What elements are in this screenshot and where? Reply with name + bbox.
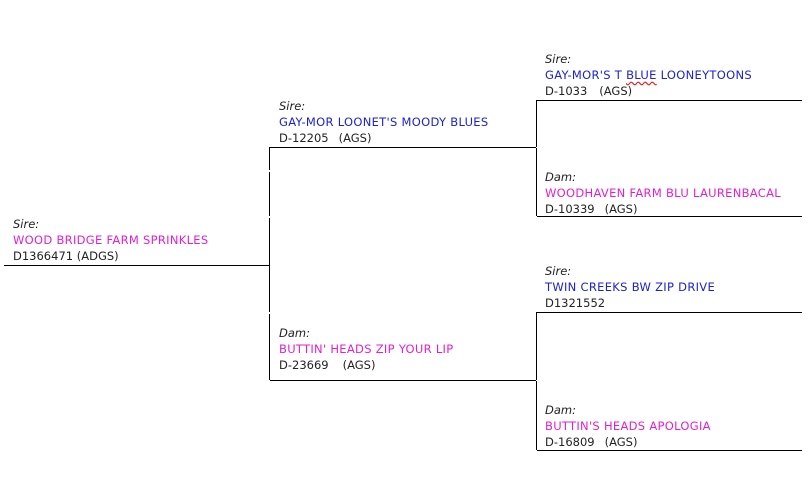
- sire-underline: [270, 147, 536, 148]
- dam-reg-assoc: (AGS): [342, 358, 376, 372]
- subject-reg-number: D1366471: [13, 249, 74, 263]
- dam-underline: [270, 380, 536, 381]
- dam-dam-name[interactable]: BUTTIN'S HEADS APOLOGIA: [545, 419, 711, 433]
- subject-registration: D1366471 (ADGS): [13, 248, 208, 264]
- dam-reg-number: D-23669: [279, 358, 329, 372]
- sire-reg-assoc: (AGS): [338, 131, 372, 145]
- dam-sire-reg-number: D1321552: [545, 296, 606, 310]
- gen2-sire-connector-lower: [536, 148, 537, 216]
- subject-role-label: Sire:: [13, 217, 40, 231]
- dam-dam-entry: Dam: BUTTIN'S HEADS APOLOGIA D-16809 (AGS…: [545, 402, 711, 450]
- sire-entry: Sire: GAY-MOR LOONET'S MOODY BLUES D-122…: [279, 98, 488, 146]
- sire-sire-name-part2: BLUE: [626, 68, 657, 82]
- sire-sire-name-part1: GAY-MOR'S T: [545, 68, 627, 82]
- sire-sire-role-label: Sire:: [545, 52, 572, 66]
- dam-role-label: Dam:: [279, 326, 310, 340]
- sire-sire-reg-assoc: (AGS): [599, 84, 633, 98]
- dam-sire-name[interactable]: TWIN CREEKS BW ZIP DRIVE: [545, 280, 716, 294]
- subject-entry: Sire: WOOD BRIDGE FARM SPRINKLES D136647…: [13, 216, 208, 264]
- gen1-connector-middle: [269, 172, 270, 216]
- dam-sire-role-label: Sire:: [545, 264, 572, 278]
- sire-dam-reg-number: D-10339: [545, 202, 595, 216]
- dam-sire-registration: D1321552: [545, 295, 715, 311]
- dam-dam-registration: D-16809 (AGS): [545, 434, 711, 450]
- gen1-connector-lower: [269, 314, 270, 380]
- subject-underline: [4, 265, 270, 266]
- subject-name[interactable]: WOOD BRIDGE FARM SPRINKLES: [13, 233, 209, 247]
- gen2-sire-connector-upper: [536, 100, 537, 147]
- dam-dam-reg-assoc: (AGS): [604, 435, 638, 449]
- sire-sire-registration: D-1033 (AGS): [545, 83, 752, 99]
- gen2-dam-connector-lower: [536, 381, 537, 450]
- sire-sire-name-part3: LOONEYTOONS: [656, 68, 752, 82]
- sire-dam-registration: D-10339 (AGS): [545, 201, 781, 217]
- sire-dam-role-label: Dam:: [545, 170, 576, 184]
- dam-dam-role-label: Dam:: [545, 403, 576, 417]
- gen1-connector-upper: [269, 147, 270, 170]
- gen2-dam-connector-upper: [536, 312, 537, 380]
- sire-sire-underline: [537, 100, 802, 101]
- gen1-connector-center: [269, 218, 270, 312]
- sire-role-label: Sire:: [279, 99, 306, 113]
- dam-registration: D-23669 (AGS): [279, 357, 453, 373]
- dam-name[interactable]: BUTTIN' HEADS ZIP YOUR LIP: [279, 342, 454, 356]
- sire-dam-underline: [537, 216, 802, 217]
- dam-dam-underline: [537, 450, 802, 451]
- dam-sire-underline: [537, 312, 802, 313]
- sire-dam-name[interactable]: WOODHAVEN FARM BLU LAURENBACAL: [545, 186, 781, 200]
- dam-sire-entry: Sire: TWIN CREEKS BW ZIP DRIVE D1321552: [545, 263, 715, 311]
- sire-reg-number: D-12205: [279, 131, 329, 145]
- dam-dam-reg-number: D-16809: [545, 435, 595, 449]
- sire-dam-reg-assoc: (AGS): [604, 202, 638, 216]
- sire-sire-entry: Sire: GAY-MOR'S T BLUE LOONEYTOONS D-103…: [545, 51, 752, 99]
- sire-registration: D-12205 (AGS): [279, 130, 488, 146]
- sire-name[interactable]: GAY-MOR LOONET'S MOODY BLUES: [279, 115, 489, 129]
- sire-dam-entry: Dam: WOODHAVEN FARM BLU LAURENBACAL D-10…: [545, 169, 781, 217]
- dam-entry: Dam: BUTTIN' HEADS ZIP YOUR LIP D-23669 (…: [279, 325, 453, 373]
- sire-sire-reg-number: D-1033: [545, 84, 588, 98]
- subject-reg-assoc: (ADGS): [76, 249, 119, 263]
- sire-sire-name[interactable]: GAY-MOR'S T BLUE LOONEYTOONS: [545, 67, 752, 83]
